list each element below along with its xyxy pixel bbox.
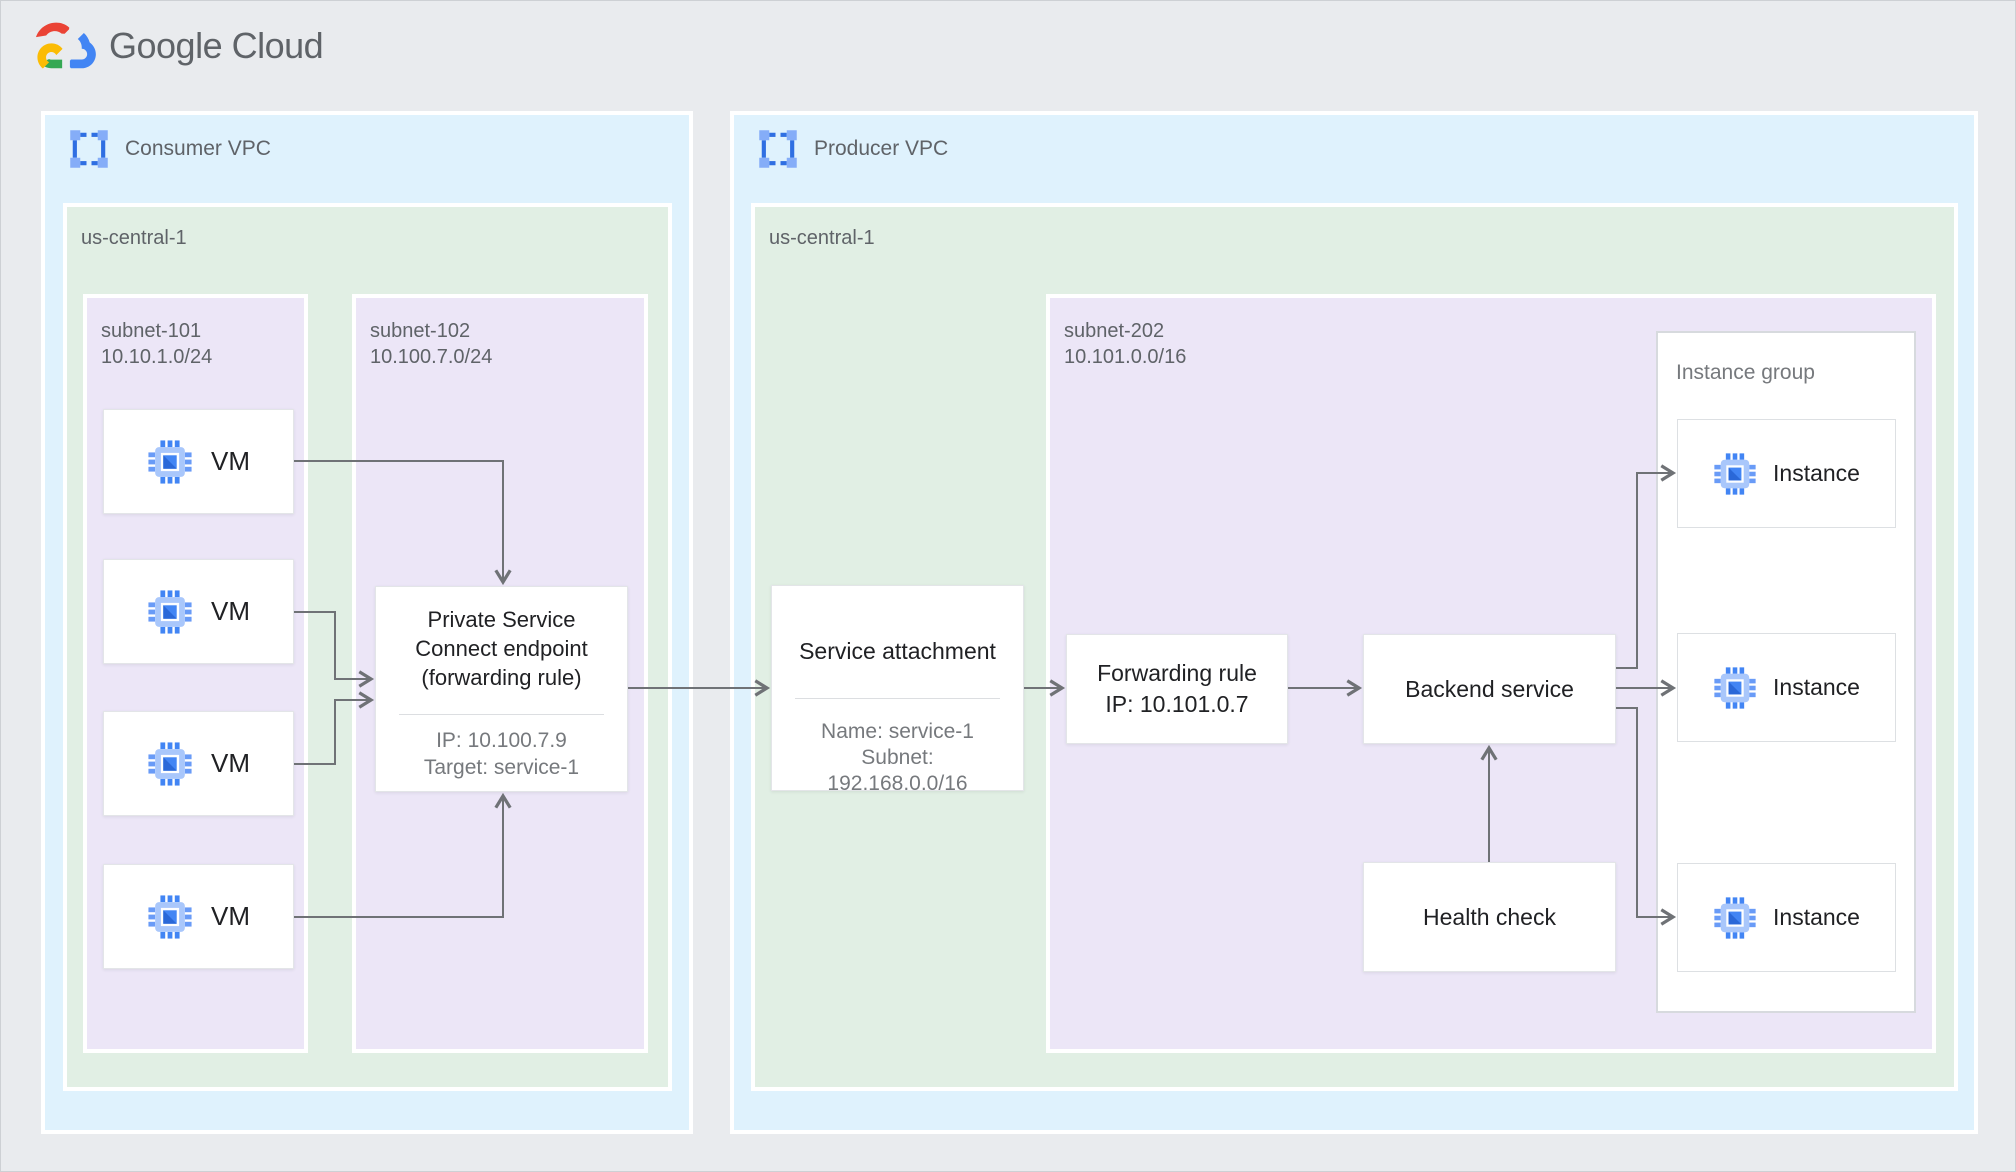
subnet-101-box: subnet-101 10.10.1.0/24 VM VM VM V (83, 294, 308, 1053)
subnet-101-cidr: 10.10.1.0/24 (101, 346, 213, 368)
vm-box-4: VM (103, 864, 294, 969)
subnet-101-name: subnet-101 (101, 320, 202, 342)
psc-endpoint-details: IP: 10.100.7.9 Target: service-1 (424, 727, 579, 781)
subnet-202-label: subnet-202 10.101.0.0/16 (1064, 318, 1186, 370)
instance-label: Instance (1773, 904, 1860, 930)
instance-box-2: Instance (1677, 633, 1896, 742)
health-check-box: Health check (1363, 862, 1616, 972)
vm-label: VM (211, 748, 250, 778)
google-cloud-logo-text: Google Cloud (109, 24, 324, 66)
subnet-102-cidr: 10.100.7.0/24 (370, 346, 493, 368)
vm-label: VM (211, 446, 250, 476)
psc-divider (399, 714, 604, 715)
instance-group-box: Instance group Instance Instance Instanc… (1656, 331, 1916, 1013)
vm-label: VM (211, 596, 250, 626)
subnet-202-cidr: 10.101.0.0/16 (1064, 346, 1187, 368)
psc-target: Target: service-1 (423, 756, 580, 779)
consumer-vpc-header: Consumer VPC (69, 129, 271, 169)
google-cloud-logo: Google Cloud (29, 19, 324, 72)
subnet-202-box: subnet-202 10.101.0.0/16 Forwarding rule… (1046, 294, 1936, 1053)
compute-engine-chip-icon (1713, 896, 1757, 940)
sa-name: Name: service-1 (821, 720, 974, 743)
instance-label: Instance (1773, 674, 1860, 700)
consumer-region: us-central-1 subnet-101 10.10.1.0/24 VM … (63, 203, 672, 1091)
sa-subnet-cidr: 192.168.0.0/16 (827, 772, 968, 795)
consumer-vpc-title: Consumer VPC (125, 137, 271, 160)
instance-box-1: Instance (1677, 419, 1896, 528)
compute-engine-chip-icon (147, 894, 193, 940)
producer-vpc-container: Producer VPC us-central-1 Service attach… (730, 111, 1978, 1134)
compute-engine-chip-icon (147, 439, 193, 485)
psc-title-line-2: Connect endpoint (415, 636, 588, 661)
subnet-102-label: subnet-102 10.100.7.0/24 (370, 318, 492, 370)
psc-title-line-1: Private Service (427, 607, 576, 632)
subnet-102-name: subnet-102 (370, 320, 471, 342)
sa-subnet-label: Subnet: (861, 746, 934, 769)
vpc-network-icon (69, 129, 109, 169)
google-cloud-logo-icon (29, 19, 99, 72)
producer-region: us-central-1 Service attachment Name: se… (751, 203, 1958, 1091)
vm-box-3: VM (103, 711, 294, 816)
consumer-region-label: us-central-1 (81, 227, 187, 249)
compute-engine-chip-icon (1713, 666, 1757, 710)
subnet-101-label: subnet-101 10.10.1.0/24 (101, 318, 212, 370)
service-attachment-details: Name: service-1 Subnet: 192.168.0.0/16 (821, 719, 974, 797)
compute-engine-chip-icon (147, 589, 193, 635)
subnet-202-name: subnet-202 (1064, 320, 1165, 342)
vm-label: VM (211, 901, 250, 931)
vm-box-2: VM (103, 559, 294, 664)
producer-vpc-title: Producer VPC (814, 137, 949, 160)
instance-box-3: Instance (1677, 863, 1896, 972)
service-attachment-divider (795, 698, 1000, 699)
vm-box-1: VM (103, 409, 294, 514)
producer-vpc-header: Producer VPC (758, 129, 948, 169)
consumer-vpc-container: Consumer VPC us-central-1 subnet-101 10.… (41, 111, 693, 1134)
compute-engine-chip-icon (147, 741, 193, 787)
instance-group-title: Instance group (1676, 361, 1815, 384)
forwarding-rule-box: Forwarding rule IP: 10.101.0.7 (1066, 634, 1288, 744)
psc-endpoint-box: Private Service Connect endpoint (forwar… (375, 586, 628, 792)
health-check-title: Health check (1423, 903, 1556, 930)
backend-service-box: Backend service (1363, 634, 1616, 744)
vpc-network-icon (758, 129, 798, 169)
compute-engine-chip-icon (1713, 452, 1757, 496)
forwarding-rule-ip: IP: 10.101.0.7 (1105, 691, 1249, 717)
service-attachment-box: Service attachment Name: service-1 Subne… (771, 585, 1024, 795)
producer-region-label: us-central-1 (769, 227, 875, 249)
service-attachment-title: Service attachment (799, 638, 996, 664)
psc-title-line-3: (forwarding rule) (421, 665, 582, 690)
instance-label: Instance (1773, 460, 1860, 486)
backend-service-title: Backend service (1405, 675, 1574, 702)
subnet-102-box: subnet-102 10.100.7.0/24 Private Service… (352, 294, 648, 1053)
psc-ip: IP: 10.100.7.9 (436, 729, 567, 752)
forwarding-rule-title: Forwarding rule (1097, 660, 1257, 686)
psc-endpoint-title: Private Service Connect endpoint (forwar… (415, 605, 587, 692)
